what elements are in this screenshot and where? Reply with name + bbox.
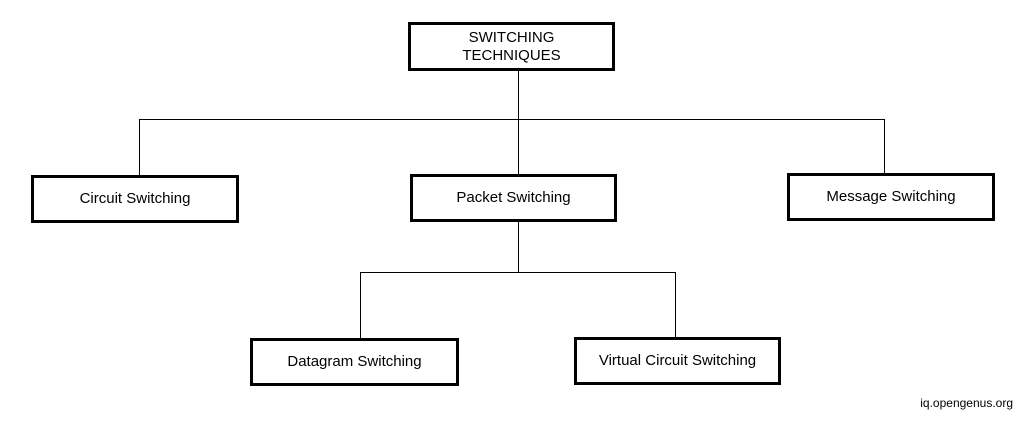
node-datagram-switching: Datagram Switching (250, 338, 459, 386)
node-circuit-switching-label: Circuit Switching (79, 190, 191, 207)
node-packet-switching: Packet Switching (410, 174, 617, 222)
root-node-switching-techniques: SWITCHING TECHNIQUES (408, 22, 615, 71)
node-virtual-circuit-switching: Virtual Circuit Switching (574, 337, 781, 385)
connector-packet-drop (518, 119, 519, 175)
node-message-switching: Message Switching (787, 173, 995, 221)
connector-root-down (518, 70, 519, 120)
node-datagram-switching-label: Datagram Switching (287, 353, 422, 370)
connector-circuit-drop (139, 119, 140, 176)
node-circuit-switching: Circuit Switching (31, 175, 239, 223)
connector-datagram-drop (360, 272, 361, 339)
root-node-label-line2: TECHNIQUES (462, 46, 561, 64)
source-credit: iq.opengenus.org (920, 396, 1013, 410)
node-packet-switching-label: Packet Switching (456, 189, 571, 206)
connector-virtual-drop (675, 272, 676, 338)
connector-level1-horizontal (139, 119, 885, 120)
node-virtual-circuit-switching-label: Virtual Circuit Switching (598, 352, 757, 369)
root-node-label-line1: SWITCHING (468, 28, 555, 46)
connector-level2-horizontal (360, 272, 676, 273)
connector-message-drop (884, 119, 885, 174)
connector-packet-down (518, 221, 519, 273)
node-message-switching-label: Message Switching (826, 188, 956, 205)
